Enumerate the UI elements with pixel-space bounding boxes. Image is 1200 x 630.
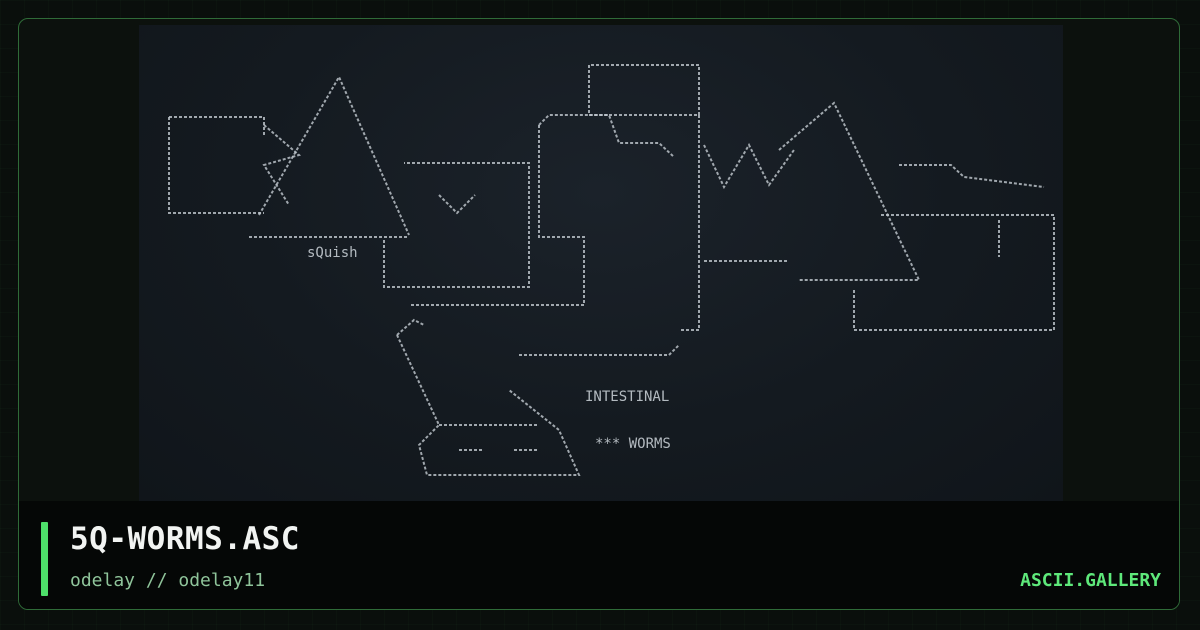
- artwork-title: 5Q-WORMS.ASC: [70, 521, 300, 557]
- art-stroke: [258, 74, 410, 236]
- art-stroke: [438, 194, 476, 215]
- art-label-squish: sQuish: [307, 245, 358, 261]
- art-label-intestinal: INTESTINAL: [585, 389, 669, 405]
- art-stroke: [519, 344, 680, 356]
- artwork-author[interactable]: odelay // odelay11: [70, 570, 266, 591]
- info-bar: 5Q-WORMS.ASC odelay // odelay11 ASCII.GA…: [19, 501, 1179, 609]
- art-stroke: [409, 125, 585, 306]
- card-frame: sQuish INTESTINAL *** WORMS 5Q-WORMS.ASC…: [18, 18, 1180, 610]
- art-stroke: [396, 318, 425, 336]
- art-stroke: [703, 142, 795, 190]
- accent-bar: [41, 522, 48, 596]
- art-stroke: [168, 117, 264, 214]
- ascii-art-preview[interactable]: sQuish INTESTINAL *** WORMS: [139, 25, 1063, 501]
- art-stroke: [169, 116, 265, 135]
- art-stroke: [538, 114, 675, 158]
- art-stroke: [383, 162, 530, 288]
- art-label-worms: *** WORMS: [595, 436, 671, 452]
- art-stroke: [853, 214, 1055, 331]
- art-stroke: [778, 101, 921, 281]
- art-stroke: [262, 124, 302, 206]
- ascii-art-drawing: sQuish INTESTINAL *** WORMS: [168, 64, 1055, 476]
- art-stroke: [588, 64, 700, 116]
- art-stroke: [679, 115, 700, 331]
- site-link[interactable]: ASCII.GALLERY: [1020, 570, 1161, 591]
- art-stroke: [899, 164, 1045, 188]
